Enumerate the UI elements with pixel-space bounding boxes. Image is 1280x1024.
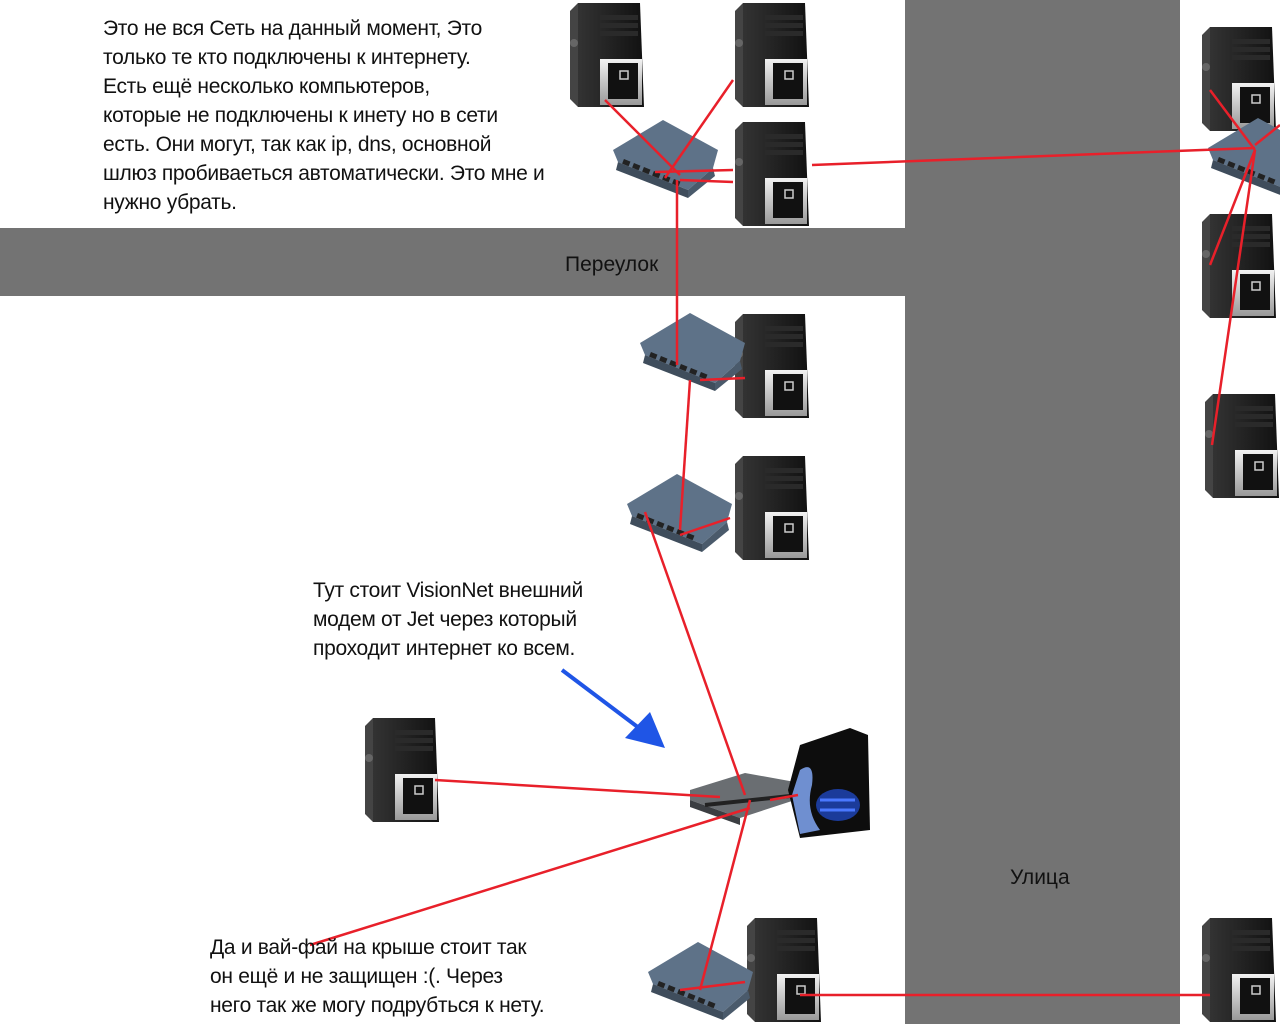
computer-icon bbox=[1201, 26, 1277, 132]
computer-icon bbox=[746, 917, 822, 1023]
switch-icon bbox=[648, 942, 753, 1020]
computer-icon bbox=[734, 313, 810, 419]
modem-note: Тут стоит VisionNet внешний модем от Jet… bbox=[313, 579, 583, 660]
arrow-icon bbox=[560, 668, 665, 748]
street-label: Улица bbox=[1010, 866, 1070, 889]
computer-icon bbox=[569, 2, 645, 108]
lane-road bbox=[0, 228, 905, 296]
lane-label: Переулок bbox=[565, 253, 659, 276]
computer-icon bbox=[1201, 917, 1277, 1023]
gaming-pc-icon bbox=[788, 728, 870, 838]
network-cables bbox=[309, 79, 1280, 997]
computer-icon bbox=[734, 455, 810, 561]
wifi-note: Да и вай-фай на крыше стоит так он ещё и… bbox=[210, 936, 545, 1017]
top-note: Это не вся Сеть на данный момент, Это то… bbox=[103, 17, 545, 214]
computer-icon bbox=[364, 717, 440, 823]
switch-icon bbox=[627, 474, 732, 552]
street-road bbox=[905, 0, 1180, 1024]
main-switch-icon bbox=[690, 773, 795, 825]
computer-icon bbox=[734, 2, 810, 108]
computer-icon bbox=[734, 121, 810, 227]
